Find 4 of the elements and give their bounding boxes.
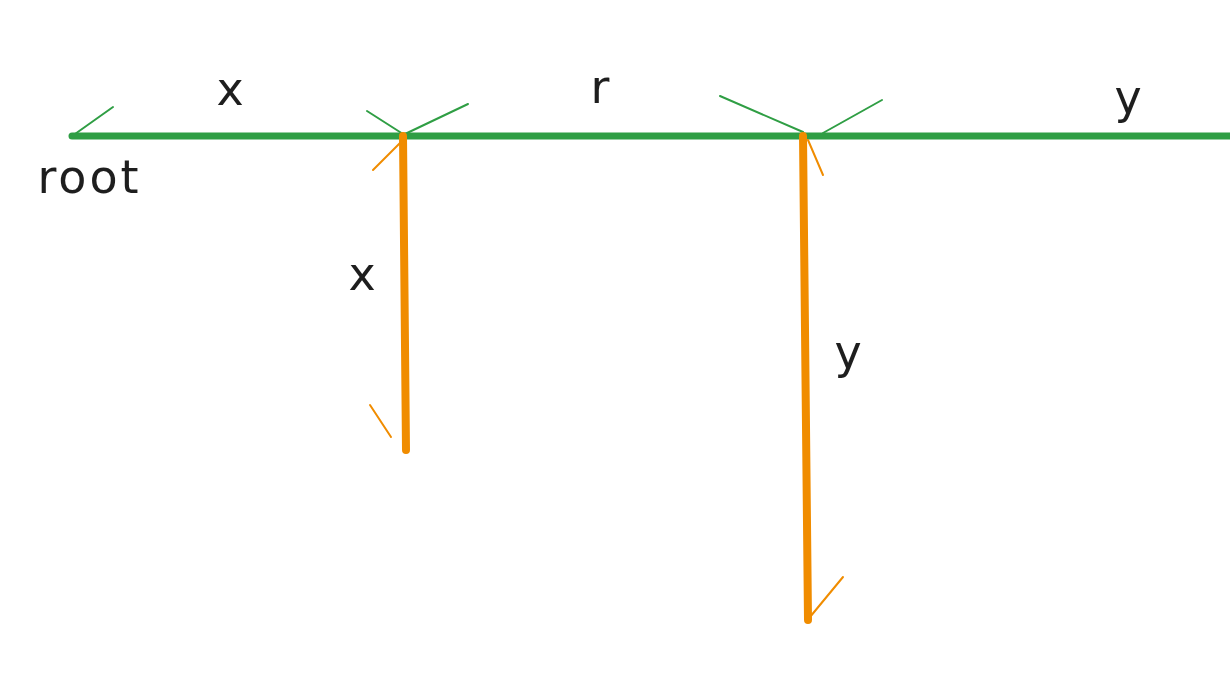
measure-label: x [215,65,247,112]
measure-label: x [347,250,379,297]
measure-label: r [589,63,613,110]
measure-label: root [36,153,142,200]
